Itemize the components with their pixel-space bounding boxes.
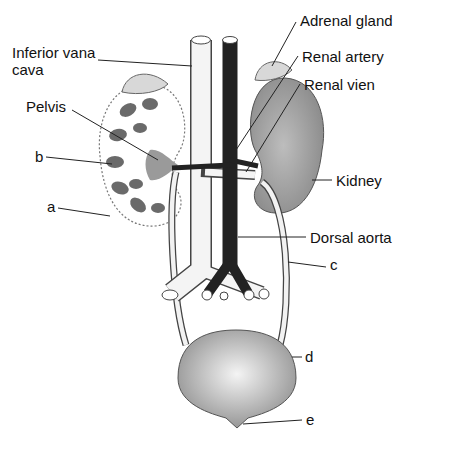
part-label: Pelvis <box>26 98 66 115</box>
part-label: Dorsal aorta <box>310 229 392 246</box>
callout-letter: c <box>330 256 338 273</box>
adrenal-left <box>122 74 168 93</box>
callout-letter: b <box>35 148 43 165</box>
part-label: Renal vien <box>304 76 375 93</box>
vessel-caps <box>162 36 269 300</box>
part-label: Inferior vana cava <box>12 44 100 78</box>
urinary-bladder <box>178 330 296 428</box>
part-label: Adrenal gland <box>300 12 393 29</box>
callout-letter: a <box>47 198 55 215</box>
kidney-right <box>250 78 323 213</box>
part-label: Renal artery <box>302 48 384 65</box>
vena-cava <box>172 40 262 293</box>
part-label: Kidney <box>336 172 382 189</box>
leader-lines <box>46 22 332 424</box>
callout-letter: d <box>305 348 313 365</box>
callout-letter: e <box>306 411 314 428</box>
dorsal-aorta <box>172 40 258 293</box>
